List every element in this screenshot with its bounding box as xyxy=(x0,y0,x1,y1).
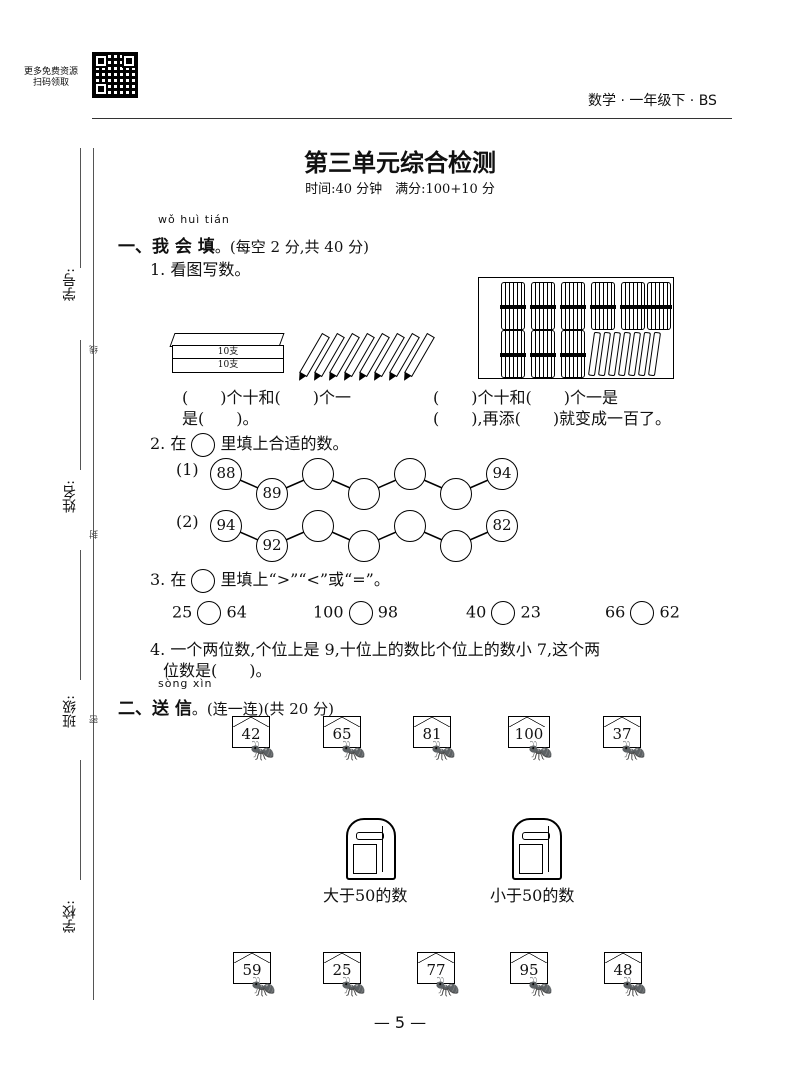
compare-right: 98 xyxy=(377,602,399,622)
compare-right: 62 xyxy=(659,602,680,622)
qr-caption: 更多免费资源 扫码领取 xyxy=(24,67,78,89)
ant-icon: 🐜 xyxy=(431,738,456,762)
row2-circle-1: 94 xyxy=(210,510,242,542)
ant-icon: 🐜 xyxy=(435,974,460,998)
circle-icon xyxy=(191,568,216,593)
ant-icon: 🐜 xyxy=(528,738,553,762)
page-number: — 5 — xyxy=(373,1013,427,1032)
subject-grade: 数学 · 一年级下 · BS xyxy=(588,93,717,109)
row1-blank-4[interactable] xyxy=(348,478,380,510)
sidebar-fill-line xyxy=(80,760,81,880)
ant-icon: 🐜 xyxy=(621,738,646,762)
compare-item: 100 98 xyxy=(313,601,398,625)
q1-right-line1: ( )个十和( )个一是 xyxy=(433,388,618,407)
compare-item: 25 64 xyxy=(172,601,247,625)
compare-right: 23 xyxy=(520,602,541,622)
mailbox-icon[interactable] xyxy=(346,818,396,880)
sidebar-fill-line xyxy=(80,340,81,470)
sticks-image xyxy=(478,277,674,379)
q3-suffix: 里填上“>”“<”或“=”。 xyxy=(220,570,390,589)
letter-81[interactable]: 81 xyxy=(413,716,451,748)
section1-note: 。(每空 2 分,共 40 分) xyxy=(214,238,370,256)
compare-right: 64 xyxy=(226,602,247,622)
row1-blank-5[interactable] xyxy=(394,458,426,490)
row1-circle-1: 88 xyxy=(210,458,242,490)
row1-circle-2: 89 xyxy=(256,478,288,510)
q1-right-line2: ( ),再添( )就变成一百了。 xyxy=(433,409,672,428)
row2-blank-4[interactable] xyxy=(348,530,380,562)
section1-pinyin: wǒ huì tián xyxy=(158,213,230,226)
q2-prefix: 2. 在 xyxy=(150,434,187,453)
binding-line xyxy=(93,148,94,1000)
row2-label: (2) xyxy=(176,512,199,531)
compare-blank[interactable] xyxy=(348,601,373,625)
compare-item: 66 62 xyxy=(605,601,680,625)
qr-caption-line2: 扫码领取 xyxy=(33,78,70,88)
sidebar-fill-line xyxy=(80,148,81,268)
q2-label: 2. 在 里填上合适的数。 xyxy=(150,430,349,457)
mailbox-left-label: 大于50的数 xyxy=(323,886,408,905)
section2-note: 。(连一连)(共 20 分) xyxy=(191,700,334,718)
circle-icon xyxy=(191,432,216,457)
q2-suffix: 里填上合适的数。 xyxy=(220,434,349,453)
letter-48[interactable]: 48 xyxy=(604,952,642,984)
row1-blank-6[interactable] xyxy=(440,478,472,510)
compare-blank[interactable] xyxy=(197,601,222,625)
letter-37[interactable]: 37 xyxy=(603,716,641,748)
letter-59[interactable]: 59 xyxy=(233,952,271,984)
compare-left: 25 xyxy=(172,602,193,622)
ant-icon: 🐜 xyxy=(250,738,275,762)
q1-left-line1: ( )个十和( )个一 xyxy=(182,388,351,407)
header-divider xyxy=(92,118,732,119)
letter-95[interactable]: 95 xyxy=(510,952,548,984)
page-subtitle: 时间:40 分钟 满分:100+10 分 xyxy=(305,182,495,197)
row2-circle-7: 82 xyxy=(486,510,518,542)
q3-prefix: 3. 在 xyxy=(150,570,187,589)
letter-25[interactable]: 25 xyxy=(323,952,361,984)
ant-icon: 🐜 xyxy=(528,974,553,998)
page-title: 第三单元综合检测 xyxy=(304,149,496,177)
compare-left: 40 xyxy=(466,602,487,622)
sidebar-fill-line xyxy=(80,550,81,680)
compare-item: 40 23 xyxy=(466,601,541,625)
mailbox-right-label: 小于50的数 xyxy=(490,886,575,905)
q4-line2: 位数是( )。 xyxy=(163,661,272,680)
qr-code[interactable] xyxy=(92,52,138,98)
section1-title: 一、我 会 填 xyxy=(118,237,215,257)
pencil-boxes-image: 10支 10支 xyxy=(169,333,285,373)
q1-left-line2: 是( )。 xyxy=(182,409,259,428)
q1-label: 1. 看图写数。 xyxy=(150,260,251,279)
ant-icon: 🐜 xyxy=(622,974,647,998)
row2-circle-2: 92 xyxy=(256,530,288,562)
q4-line1: 4. 一个两位数,个位上是 9,十位上的数比个位上的数小 7,这个两 xyxy=(150,640,601,659)
row1-circle-7: 94 xyxy=(486,458,518,490)
row2-blank-3[interactable] xyxy=(302,510,334,542)
row2-blank-6[interactable] xyxy=(440,530,472,562)
section1-heading: 一、我 会 填。(每空 2 分,共 40 分) xyxy=(118,232,369,257)
compare-left: 100 xyxy=(313,602,344,622)
row1-blank-3[interactable] xyxy=(302,458,334,490)
section2-pinyin: sòng xìn xyxy=(158,677,213,690)
letter-100[interactable]: 100 xyxy=(508,716,550,748)
row1-label: (1) xyxy=(176,460,199,479)
letter-77[interactable]: 77 xyxy=(417,952,455,984)
qr-caption-line1: 更多免费资源 xyxy=(24,67,79,77)
ant-icon: 🐜 xyxy=(341,974,366,998)
row2-blank-5[interactable] xyxy=(394,510,426,542)
ant-icon: 🐜 xyxy=(251,974,276,998)
section2-title: 二、送 信 xyxy=(118,699,192,719)
q3-label: 3. 在 里填上“>”“<”或“=”。 xyxy=(150,566,390,593)
compare-blank[interactable] xyxy=(630,601,655,625)
compare-left: 66 xyxy=(605,602,626,622)
section2-heading: 二、送 信。(连一连)(共 20 分) xyxy=(118,694,334,719)
box-label-bottom: 10支 xyxy=(172,358,284,373)
compare-blank[interactable] xyxy=(491,601,516,625)
ant-icon: 🐜 xyxy=(341,738,366,762)
mailbox-icon[interactable] xyxy=(512,818,562,880)
letter-65[interactable]: 65 xyxy=(323,716,361,748)
letter-42[interactable]: 42 xyxy=(232,716,270,748)
